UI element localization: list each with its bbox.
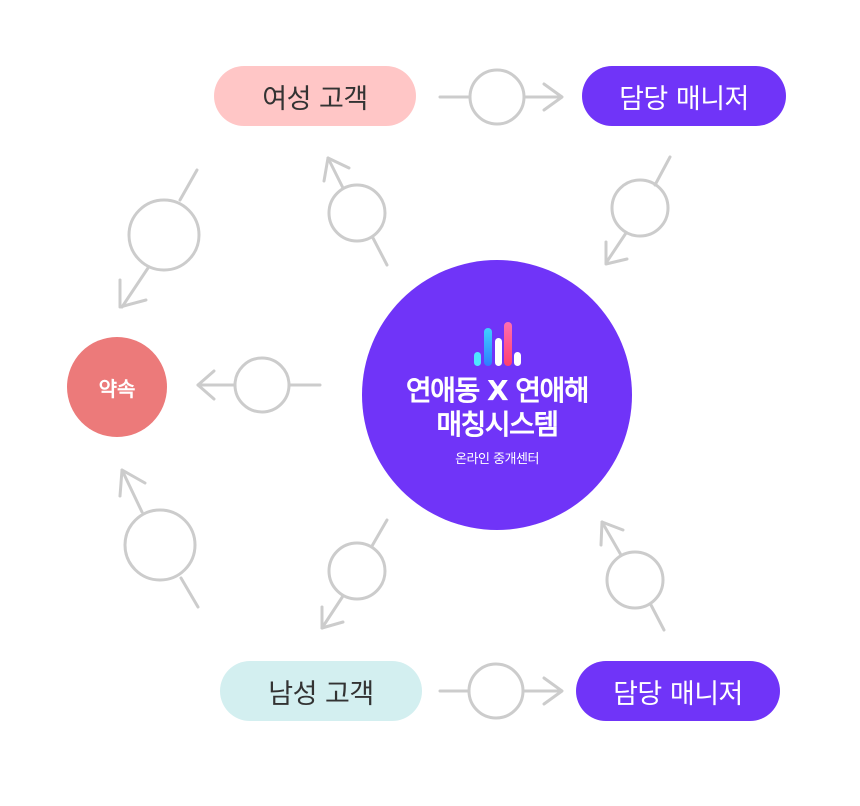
male-customer-node: 남성 고객 (220, 661, 422, 721)
connector-male-to-manager (438, 662, 564, 720)
connector-hub-to-promise (196, 356, 322, 414)
hub-subtitle: 온라인 중개센터 (455, 451, 539, 467)
manager-bottom-label: 담당 매니저 (613, 678, 743, 710)
manager-node-top: 담당 매니저 (582, 66, 786, 126)
connector-manager-to-hub-top (604, 155, 672, 266)
promise-node: 약속 (67, 337, 167, 437)
manager-node-bottom: 담당 매니저 (576, 661, 780, 721)
connector-male-to-promise (118, 468, 200, 609)
manager-top-label: 담당 매니저 (619, 83, 749, 115)
connector-manager-to-hub-bottom (599, 520, 666, 632)
matching-system-hub: 연애동 X 연애해 매칭시스템 온라인 중개센터 (362, 260, 632, 530)
bar-chart-logo-icon (474, 321, 521, 366)
connector-hub-to-male (320, 518, 389, 630)
connector-female-to-manager (438, 68, 564, 126)
female-customer-label: 여성 고객 (262, 83, 368, 115)
hub-title-line2: 매칭시스템 (436, 407, 559, 441)
male-customer-label: 남성 고객 (268, 678, 374, 710)
female-customer-node: 여성 고객 (214, 66, 416, 126)
connector-hub-to-female (322, 156, 389, 267)
promise-label: 약속 (98, 376, 136, 401)
hub-title-line1: 연애동 X 연애해 (405, 373, 590, 407)
connector-female-to-promise (118, 168, 201, 309)
